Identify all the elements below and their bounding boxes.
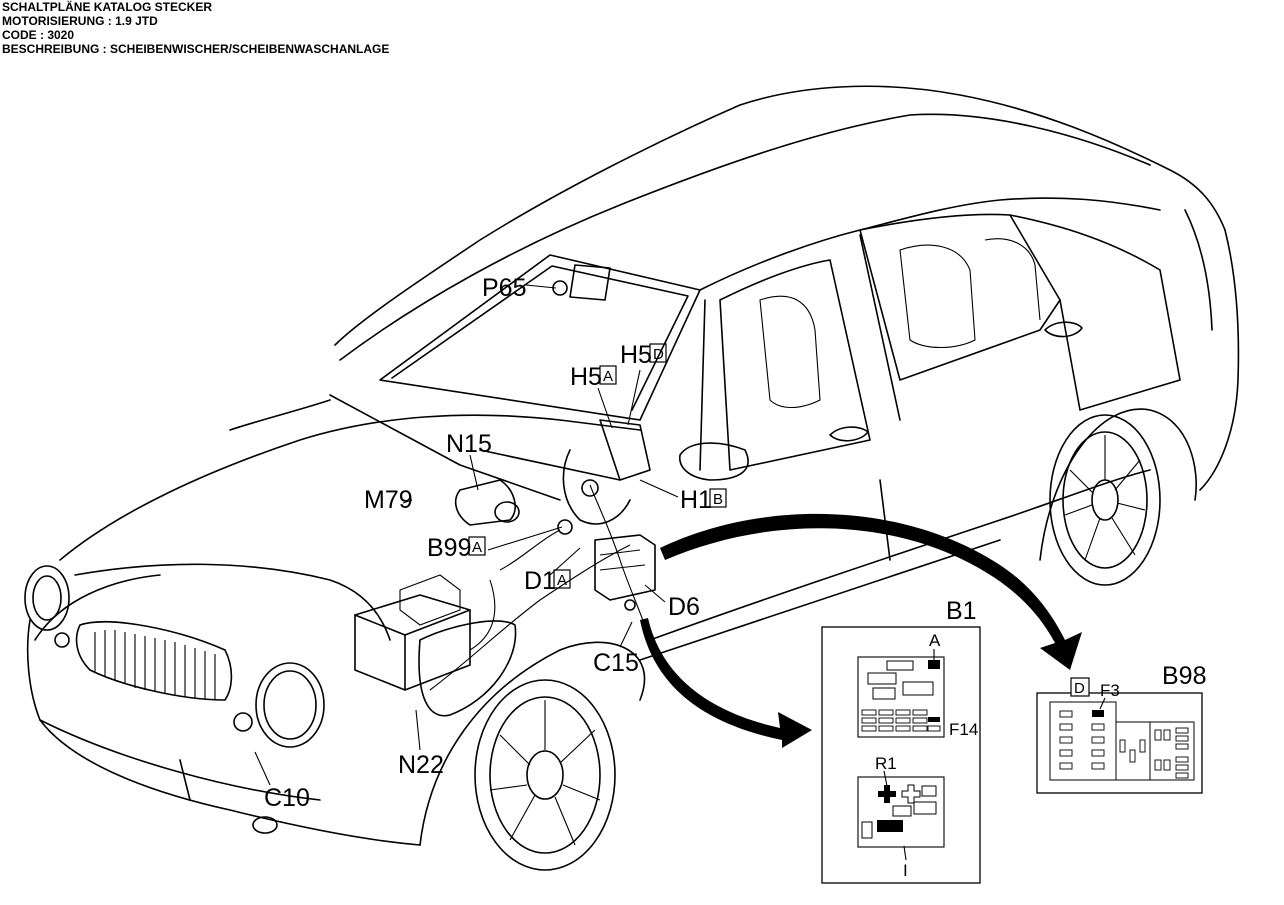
inset-b98-connector-box: D (1074, 680, 1085, 697)
label-h5d: H5 (620, 341, 652, 369)
header-engine: MOTORISIERUNG : 1.9 JTD (2, 14, 158, 28)
inset-b1-relay-note: I (903, 861, 908, 880)
label-p65: P65 (482, 274, 526, 302)
label-h5a: H5 (570, 363, 602, 391)
label-m79: M79 (364, 486, 413, 514)
inset-b1: B1 A F14 R1 I (821, 597, 981, 884)
label-b99a: B99 (427, 534, 471, 562)
label-d1a: D1 (524, 567, 556, 595)
header-block: SCHALTPLÄNE KATALOG STECKER MOTORISIERUN… (2, 0, 389, 56)
inset-b98: B98 D F3 (1036, 662, 1206, 794)
label-n15: N15 (446, 430, 492, 458)
label-d1a-box: A (557, 572, 567, 589)
arrows (640, 513, 1082, 748)
inset-b1-title: B1 (946, 597, 977, 625)
label-c15: C15 (593, 649, 639, 677)
inset-b98-title: B98 (1162, 662, 1206, 690)
label-h5a-box: A (603, 368, 613, 385)
header-code: CODE : 3020 (2, 28, 75, 42)
label-n22: N22 (398, 751, 444, 779)
car-illustration (24, 85, 1240, 871)
inset-b1-connector-a: A (929, 631, 941, 650)
inset-b1-fuse-f14: F14 (949, 720, 978, 739)
header-description: BESCHREIBUNG : SCHEIBENWISCHER/SCHEIBENW… (2, 42, 390, 56)
label-h5d-box: D (653, 346, 664, 363)
label-c10: C10 (264, 784, 310, 812)
inset-b1-relay-r1: R1 (875, 754, 897, 773)
inset-b98-fuse-f3: F3 (1100, 681, 1120, 700)
leader-lines (254, 284, 679, 786)
header-title: SCHALTPLÄNE KATALOG STECKER (2, 0, 212, 14)
label-b99a-box: A (472, 539, 482, 556)
label-d6: D6 (668, 593, 700, 621)
component-labels: P65 H5 A H5 D N15 M79 H1 B B99 A D1 A D6… (264, 274, 727, 812)
label-h1b-box: B (713, 491, 723, 508)
label-h1b: H1 (680, 486, 712, 514)
